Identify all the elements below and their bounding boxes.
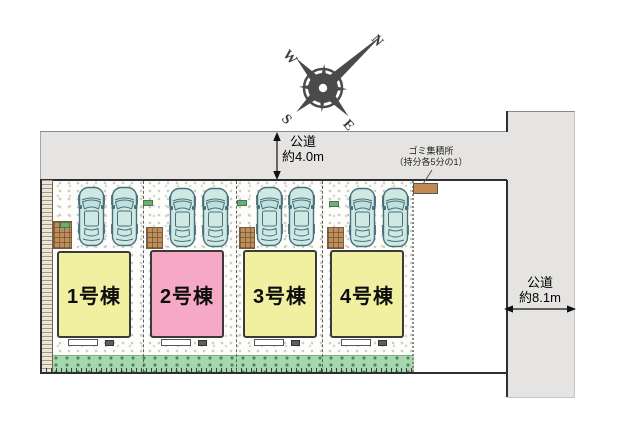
road-right [507,111,575,398]
terrace-step-lot1 [68,339,98,346]
road-right-edge-lower [506,180,508,397]
building-lot1: 1号棟 [57,251,131,338]
road-top-width-arrow [273,132,281,180]
meter-box-lot3 [237,200,247,206]
road-right-width-arrow [504,305,576,313]
utility-box-lot1 [105,340,114,346]
waste-station-share: （持分各5分の1） [394,157,468,168]
car-icon [168,187,197,248]
road-top-width: 約4.0m [282,148,324,164]
car-icon [381,187,410,248]
lot-4-east-boundary [412,181,414,372]
building-lot2: 2号棟 [150,250,224,338]
approach-paving-lot3 [239,227,255,249]
compass-n-label: N [368,32,386,50]
road-top-name: 公道 [289,134,316,149]
site-north-boundary [40,179,507,181]
car-icon [77,186,106,247]
site-west-boundary-wall [40,180,53,372]
car-icon [348,187,377,248]
meter-box-lot4 [329,201,339,207]
compass-s-label: S [278,112,295,128]
car-icon [287,186,316,247]
car-icon [110,186,139,247]
waste-station-box [413,183,438,194]
car-icon [255,186,284,247]
waste-station-name: ゴミ集積所 [408,146,454,156]
road-top-label: 公道 約4.0m [278,134,328,165]
building-lot3: 3号棟 [243,250,317,338]
approach-paving-lot1 [53,221,72,249]
road-right-name: 公道 [526,275,553,290]
terrace-step-lot3 [254,339,284,346]
compass-w-label: W [279,47,300,67]
road-right-edge-upper [506,111,508,132]
car-icon [201,187,230,248]
site-south-boundary-hatch [41,368,415,372]
waste-station-label: ゴミ集積所 （持分各5分の1） [383,146,479,169]
approach-paving-lot2 [146,227,163,249]
road-right-label: 公道 約8.1m [508,275,572,306]
utility-box-lot4 [378,340,387,346]
waste-station-leader-line [422,169,433,185]
approach-paving-lot4 [327,227,344,249]
meter-box-lot2 [143,200,153,206]
compass-rose: N E S W [278,32,386,134]
lot-separator-2-3 [236,181,237,372]
terrace-step-lot4 [341,339,371,346]
meter-box-lot1 [60,222,70,228]
lot-separator-1-2 [143,181,144,372]
lot-separator-3-4 [322,181,323,372]
road-right-width: 約8.1m [519,289,561,305]
utility-box-lot3 [291,340,300,346]
terrace-step-lot2 [161,339,191,346]
utility-box-lot2 [198,340,207,346]
building-lot4: 4号棟 [330,250,404,338]
site-south-boundary [40,372,507,374]
